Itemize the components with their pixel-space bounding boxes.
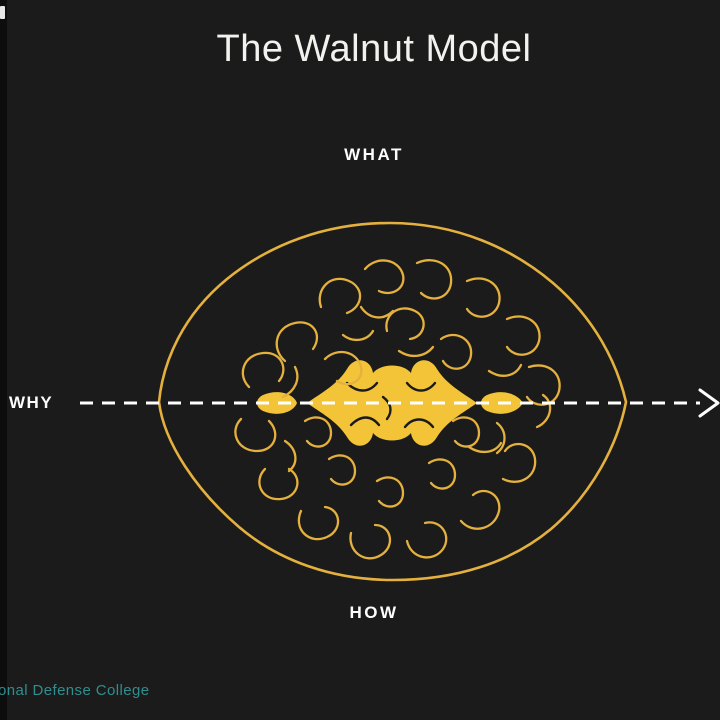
label-why: WHY [9, 393, 54, 412]
label-what: WHAT [344, 145, 404, 164]
label-how: HOW [349, 603, 399, 622]
page-title: The Walnut Model [216, 28, 532, 70]
footer-credit: onal Defense College [0, 682, 150, 699]
kernel-squiggles [234, 259, 561, 560]
why-axis-arrow [80, 388, 720, 418]
corner-artifact [0, 6, 5, 19]
walnut-shell-outline [157, 221, 628, 582]
axis-arrowhead-icon [698, 388, 720, 418]
left-edge-strip [0, 0, 7, 720]
